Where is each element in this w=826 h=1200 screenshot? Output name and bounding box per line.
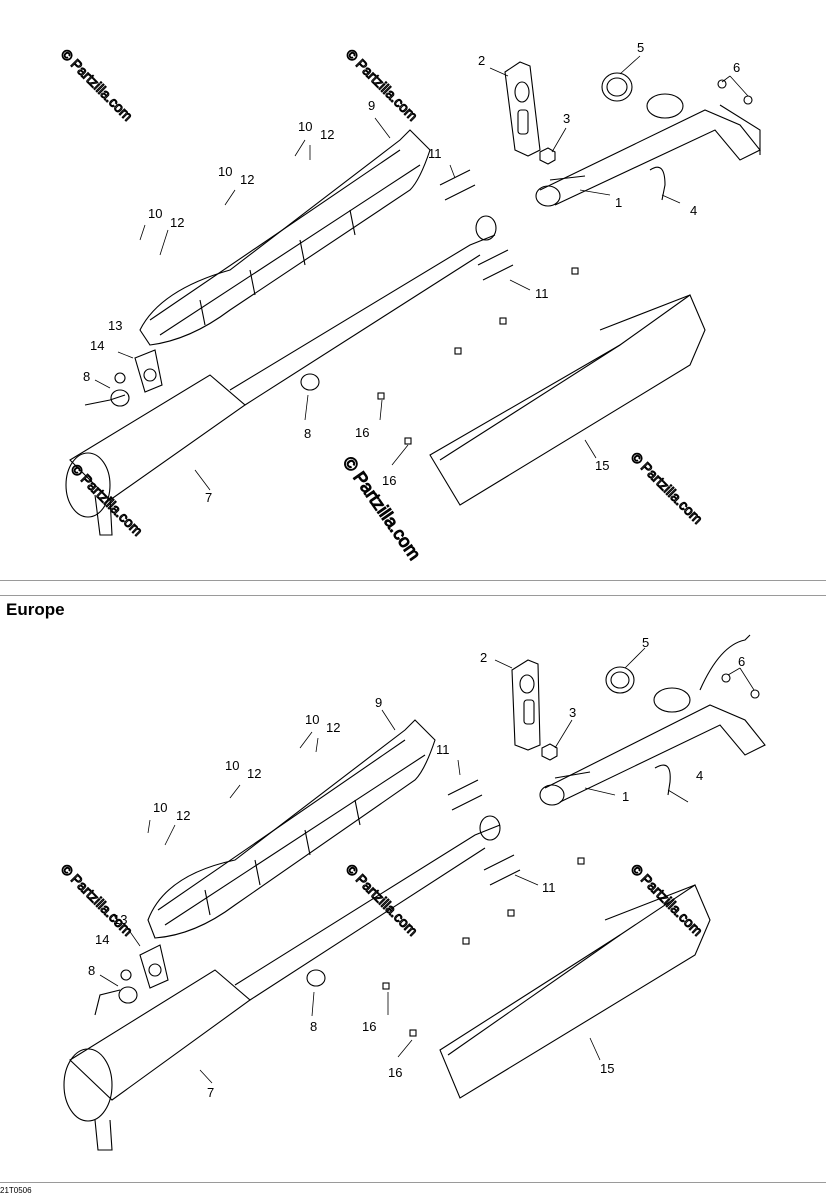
callout: 6: [733, 60, 740, 75]
callout: 14: [90, 338, 104, 353]
callout: 11: [436, 742, 450, 757]
watermark: © Partzilla.com: [58, 861, 136, 939]
callout: 10: [225, 758, 239, 773]
callout: 12: [170, 215, 184, 230]
callout: 8: [88, 963, 95, 978]
callout: 11: [542, 880, 556, 895]
callout: 12: [326, 720, 340, 735]
part-4-hook: [649, 166, 666, 201]
callout: 2: [478, 53, 485, 68]
part-7-muffler: [63, 815, 501, 1151]
callout: 12: [176, 808, 190, 823]
callout: 15: [595, 458, 609, 473]
part-15-lower-shield: [439, 884, 711, 1099]
callout: 12: [320, 127, 334, 142]
watermark: © Partzilla.com: [628, 861, 706, 939]
callout: 6: [738, 654, 745, 669]
callout-labels: 1 2 3 4 5 6 7 8 8 9 10 12 10 12 10 12 11…: [83, 40, 740, 505]
watermark-main: © Partzilla.com: [339, 453, 425, 564]
exhaust-diagram-upper: © Partzilla.com © Partzilla.com © Partzi…: [0, 0, 826, 580]
part-14-bolt: [120, 969, 132, 981]
part-2-bracket: [511, 659, 541, 751]
callout: 9: [368, 98, 375, 113]
part-16-clips: [382, 857, 585, 1037]
callout: 9: [375, 695, 382, 710]
callout: 4: [690, 203, 697, 218]
callout: 7: [207, 1085, 214, 1100]
part-9-heat-shield: [147, 719, 436, 939]
callout: 15: [600, 1061, 614, 1076]
diagram-code: 21T0506: [0, 1186, 32, 1195]
callout: 11: [428, 146, 442, 161]
section-divider: [0, 595, 826, 596]
watermark: © Partzilla.com: [343, 861, 421, 939]
part-1-exhaust-pipe: [535, 93, 761, 207]
part-2-bracket: [504, 61, 541, 157]
part-5-gasket: [605, 666, 635, 694]
region-heading-europe: Europe: [6, 600, 65, 619]
callout: 12: [247, 766, 261, 781]
callout: 16: [382, 473, 396, 488]
part-9-heat-shield: [139, 129, 431, 346]
callout: 13: [113, 912, 127, 927]
part-8-grommet: [118, 986, 138, 1004]
callout: 10: [153, 800, 167, 815]
callout: 12: [240, 172, 254, 187]
part-14-bolt: [114, 372, 126, 384]
section-divider: [0, 580, 826, 581]
exploded-view-lower: © Partzilla.com © Partzilla.com © Partzi…: [57, 634, 766, 1151]
callout: 8: [83, 369, 90, 384]
callout: 11: [535, 286, 549, 301]
part-16-clips: [377, 267, 579, 445]
part-8-grommet: [300, 373, 320, 391]
callout: 10: [148, 206, 162, 221]
callout: 13: [108, 318, 122, 333]
part-11-springs: [447, 779, 521, 886]
callout: 2: [480, 650, 487, 665]
callout: 1: [622, 789, 629, 804]
callout: 16: [388, 1065, 402, 1080]
part-8-grommet: [110, 389, 130, 407]
part-4-hook: [654, 764, 671, 796]
callout: 7: [205, 490, 212, 505]
callout: 10: [305, 712, 319, 727]
watermark: © Partzilla.com: [68, 461, 146, 539]
callout-labels: 1 2 3 4 5 6 7 8 8 9 10 12 10 12 10 12 11…: [88, 635, 745, 1100]
callout: 16: [362, 1019, 376, 1034]
callout: 8: [304, 426, 311, 441]
part-6-washers: [717, 79, 753, 105]
part-13-bracket: [139, 944, 169, 989]
leader-lines: [99, 647, 755, 1084]
footer-divider: [0, 1182, 826, 1183]
watermark: © Partzilla.com: [628, 449, 706, 527]
callout: 5: [637, 40, 644, 55]
callout: 5: [642, 635, 649, 650]
part-1-exhaust-pipe: [539, 634, 766, 806]
callout: 1: [615, 195, 622, 210]
exploded-view-upper: © Partzilla.com © Partzilla.com © Partzi…: [57, 40, 761, 564]
callout: 10: [218, 164, 232, 179]
callout: 3: [569, 705, 576, 720]
callout: 8: [310, 1019, 317, 1034]
part-8-grommet: [306, 969, 326, 987]
callout: 10: [298, 119, 312, 134]
callout: 14: [95, 932, 109, 947]
leader-lines: [94, 55, 749, 491]
part-3-nut: [541, 743, 558, 761]
part-15-lower-shield: [429, 294, 706, 506]
watermark: © Partzilla.com: [343, 46, 421, 124]
part-5-gasket: [601, 72, 633, 102]
callout: 3: [563, 111, 570, 126]
callout: 4: [696, 768, 703, 783]
part-7-muffler: [65, 215, 497, 536]
part-3-nut: [539, 147, 556, 165]
callout: 16: [355, 425, 369, 440]
watermark: © Partzilla.com: [58, 46, 136, 124]
part-13-bracket: [134, 349, 163, 393]
part-6-washers: [721, 673, 760, 699]
exhaust-diagram-lower: © Partzilla.com © Partzilla.com © Partzi…: [0, 620, 826, 1180]
